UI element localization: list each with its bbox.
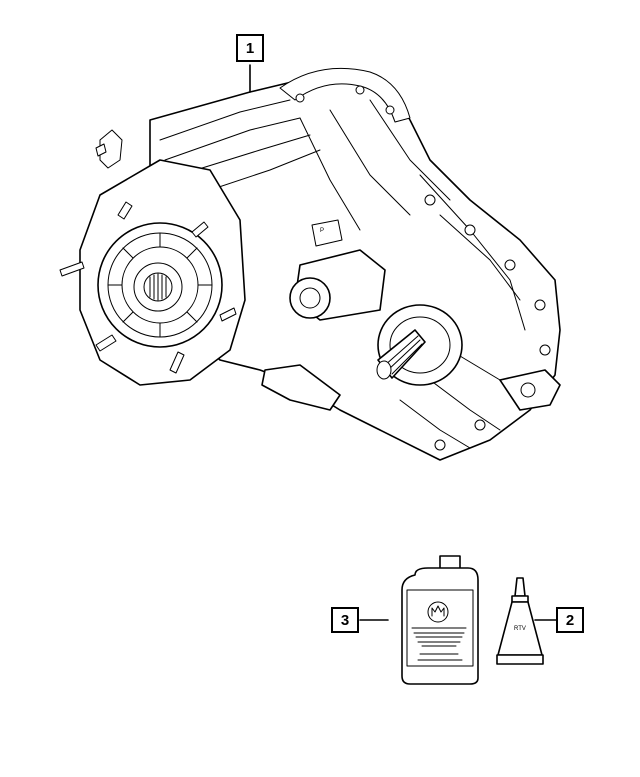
callout-2-label: 2 xyxy=(566,612,574,629)
callout-1-label: 1 xyxy=(246,40,254,57)
fluid-bottle-icon xyxy=(401,555,479,685)
sealant-tube-icon: RTV xyxy=(496,577,544,665)
callout-2: 2 xyxy=(556,607,584,633)
sealant-tube-label: RTV xyxy=(514,626,526,632)
callout-1: 1 xyxy=(236,34,264,62)
callout-3: 3 xyxy=(331,607,359,633)
svg-text:P: P xyxy=(320,228,324,234)
callout-3-label: 3 xyxy=(341,612,349,629)
transfer-case-assembly-icon: P xyxy=(59,67,561,461)
